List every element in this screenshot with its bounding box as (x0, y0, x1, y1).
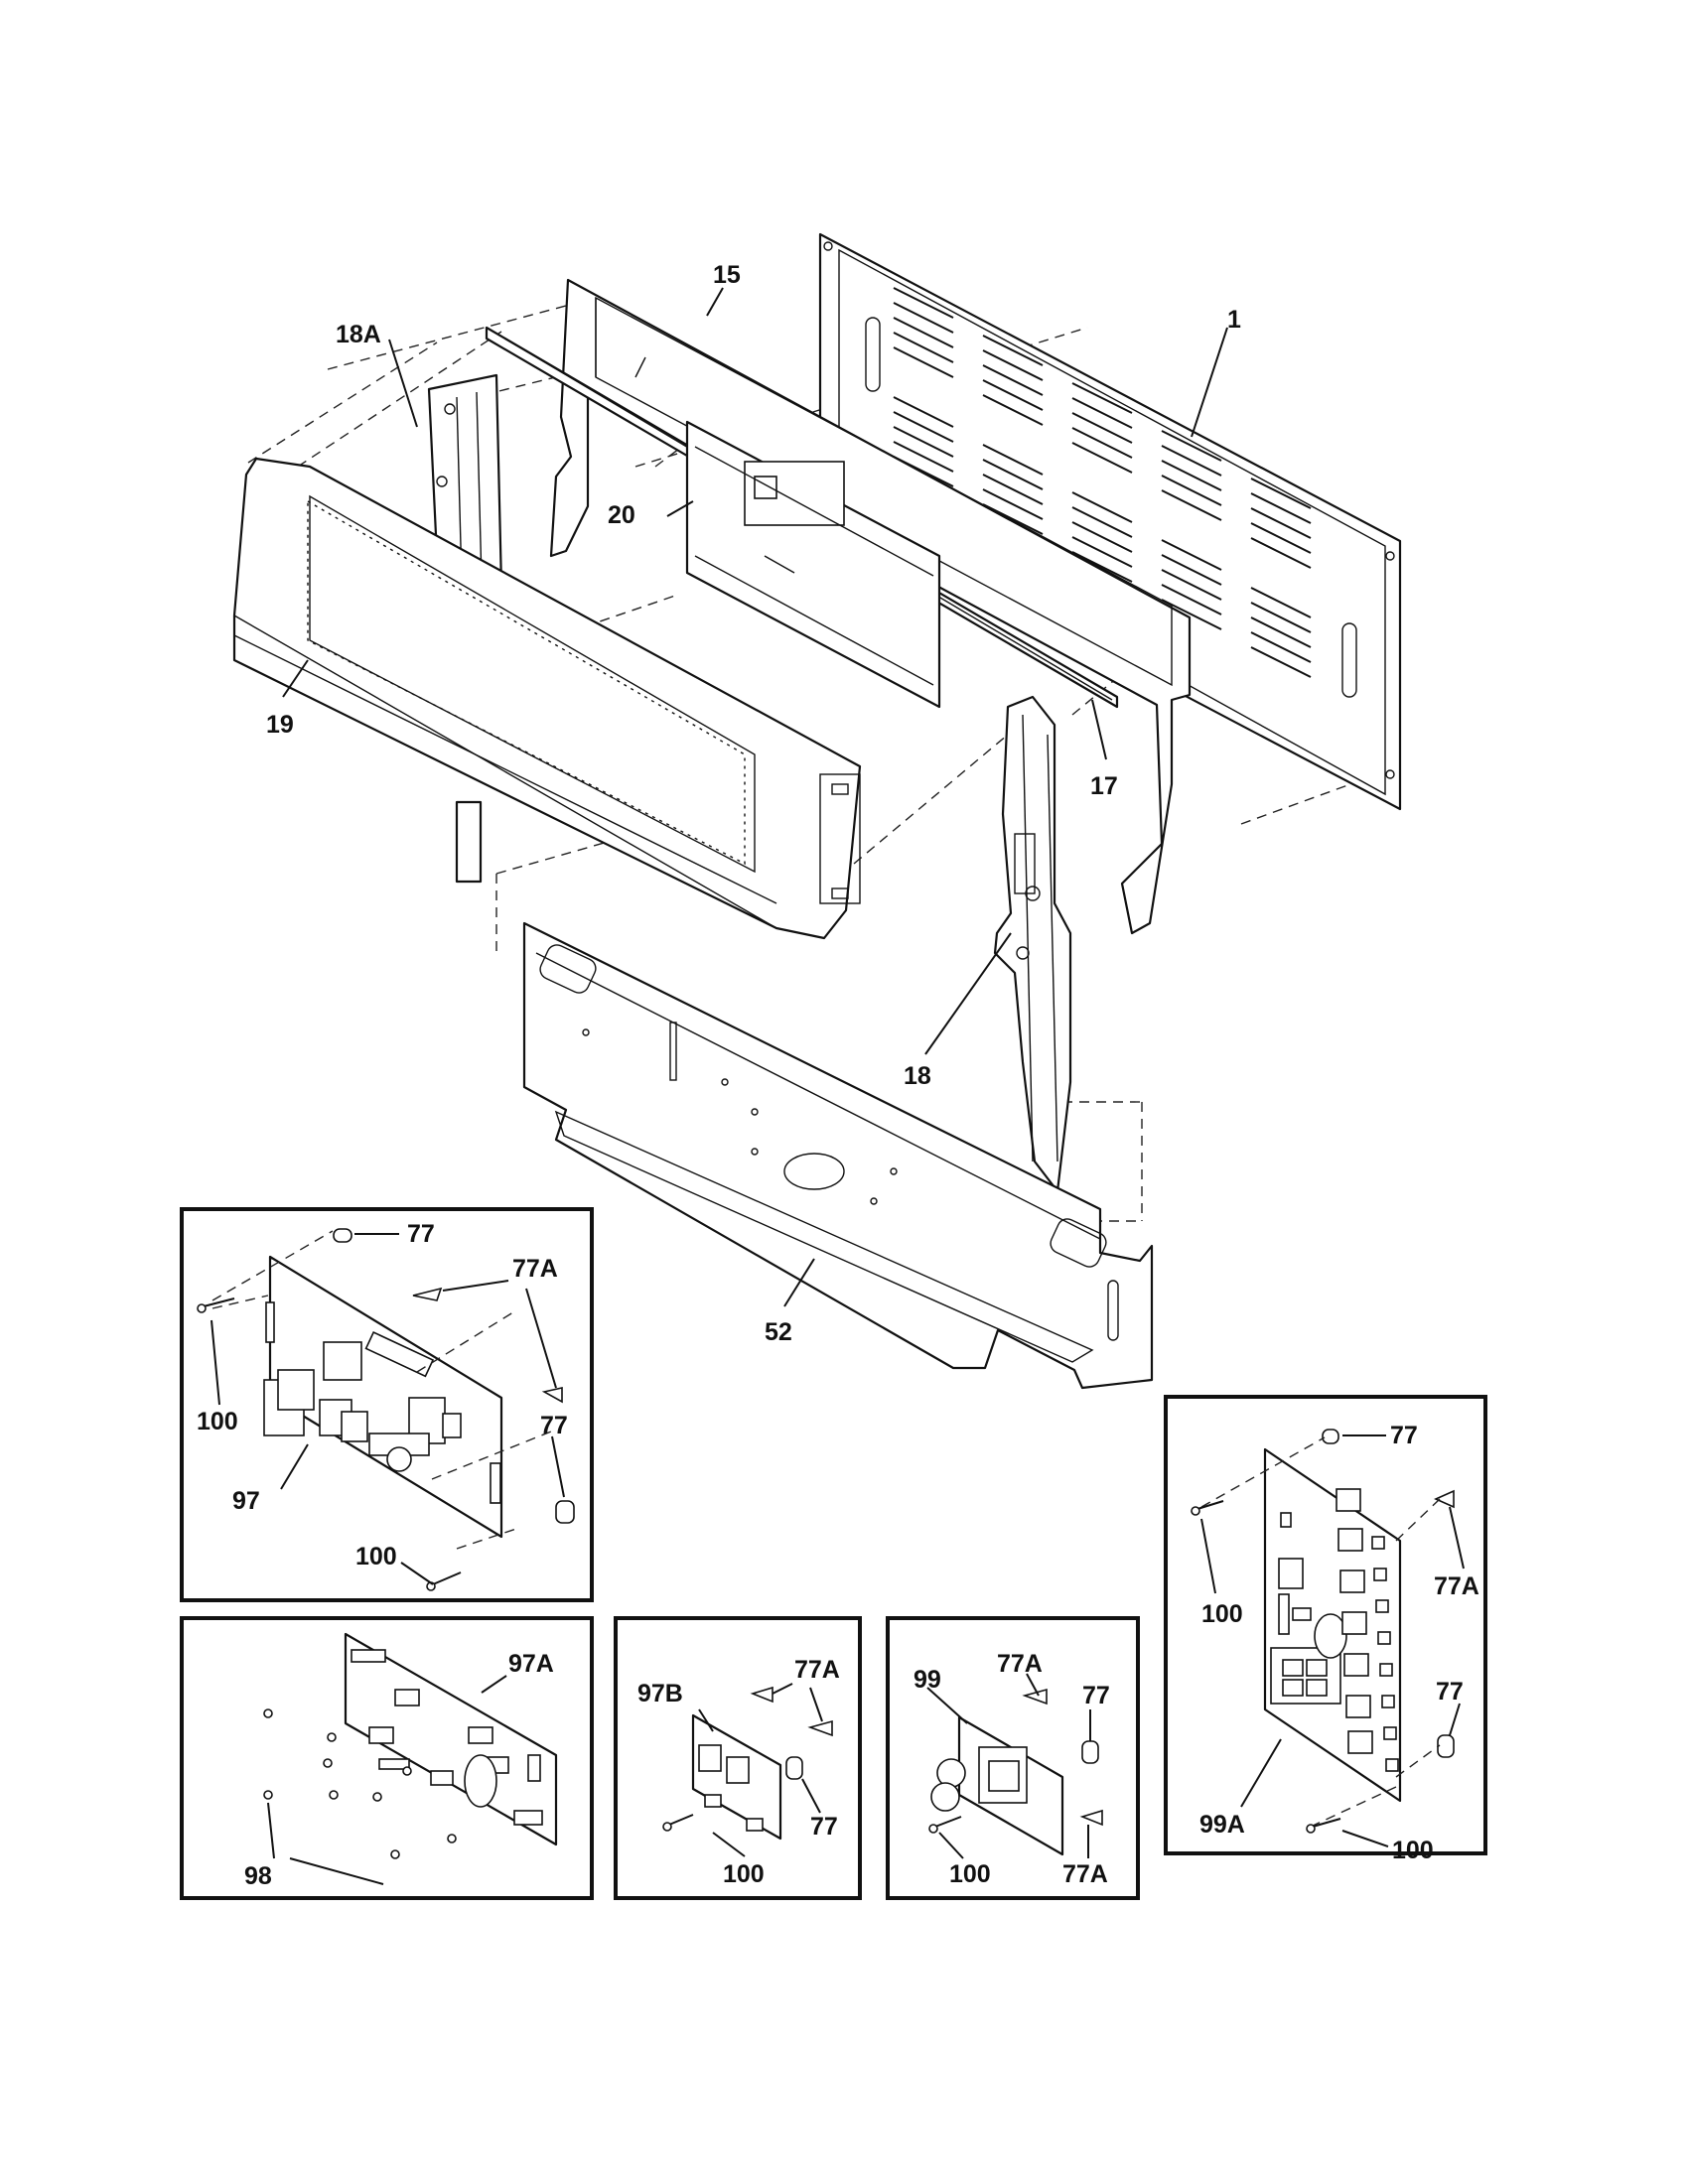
inset-97b-panel: 97B 77A 77 100 (614, 1616, 862, 1900)
label-99-100: 100 (949, 1860, 991, 1888)
label-99a-77a: 77A (1434, 1572, 1479, 1600)
label-99a-100-left: 100 (1201, 1600, 1243, 1628)
label-97a-97a: 97A (508, 1650, 554, 1678)
part-52-support-panel (522, 921, 1154, 1390)
label-99a-99a: 99A (1199, 1811, 1245, 1839)
part-18-end-bracket (993, 695, 1072, 1193)
label-part-52: 52 (765, 1318, 792, 1346)
label-part-20: 20 (608, 501, 635, 529)
label-97-77-top: 77 (407, 1220, 435, 1248)
label-97-100-bottom: 100 (355, 1543, 397, 1570)
label-97b-77a: 77A (794, 1656, 840, 1684)
part-20-control-board (685, 420, 941, 709)
label-part-15: 15 (713, 261, 741, 289)
label-99-77: 77 (1082, 1682, 1110, 1709)
label-97-97: 97 (232, 1487, 260, 1515)
inset-99a-panel: 77 100 77A 77 99A 100 (1164, 1395, 1487, 1864)
label-97-77a: 77A (512, 1255, 558, 1283)
label-97-100-left: 100 (197, 1408, 238, 1435)
label-99a-100-bottom: 100 (1392, 1837, 1434, 1864)
part-19-control-panel (232, 457, 862, 940)
label-97-77-right: 77 (540, 1412, 568, 1439)
main-labels: 1 15 18A 20 19 17 18 52 (266, 261, 1241, 1346)
leader-lines-main (282, 287, 1228, 1307)
label-part-18: 18 (904, 1062, 931, 1090)
label-99a-77-top: 77 (1390, 1422, 1418, 1449)
label-part-17: 17 (1090, 772, 1118, 800)
inset-99-panel: 99 77A 77 100 77A (886, 1616, 1140, 1900)
label-part-18a: 18A (336, 321, 381, 348)
label-99a-77-right: 77 (1436, 1678, 1464, 1706)
label-99-99: 99 (914, 1666, 941, 1694)
inset-97a-panel: 97A 98 (180, 1616, 594, 1900)
label-99-77a-bottom: 77A (1062, 1860, 1108, 1888)
label-part-1: 1 (1227, 306, 1241, 334)
label-97b-77: 77 (810, 1813, 838, 1841)
label-99-77a-top: 77A (997, 1650, 1043, 1678)
label-97b-100: 100 (723, 1860, 765, 1888)
part-1-rear-panel (818, 232, 1402, 811)
label-97a-98: 98 (244, 1862, 272, 1890)
label-part-19: 19 (266, 711, 294, 739)
label-97b-97b: 97B (637, 1680, 683, 1707)
inset-97-panel: 77 77A 100 77 97 100 (180, 1207, 594, 1602)
